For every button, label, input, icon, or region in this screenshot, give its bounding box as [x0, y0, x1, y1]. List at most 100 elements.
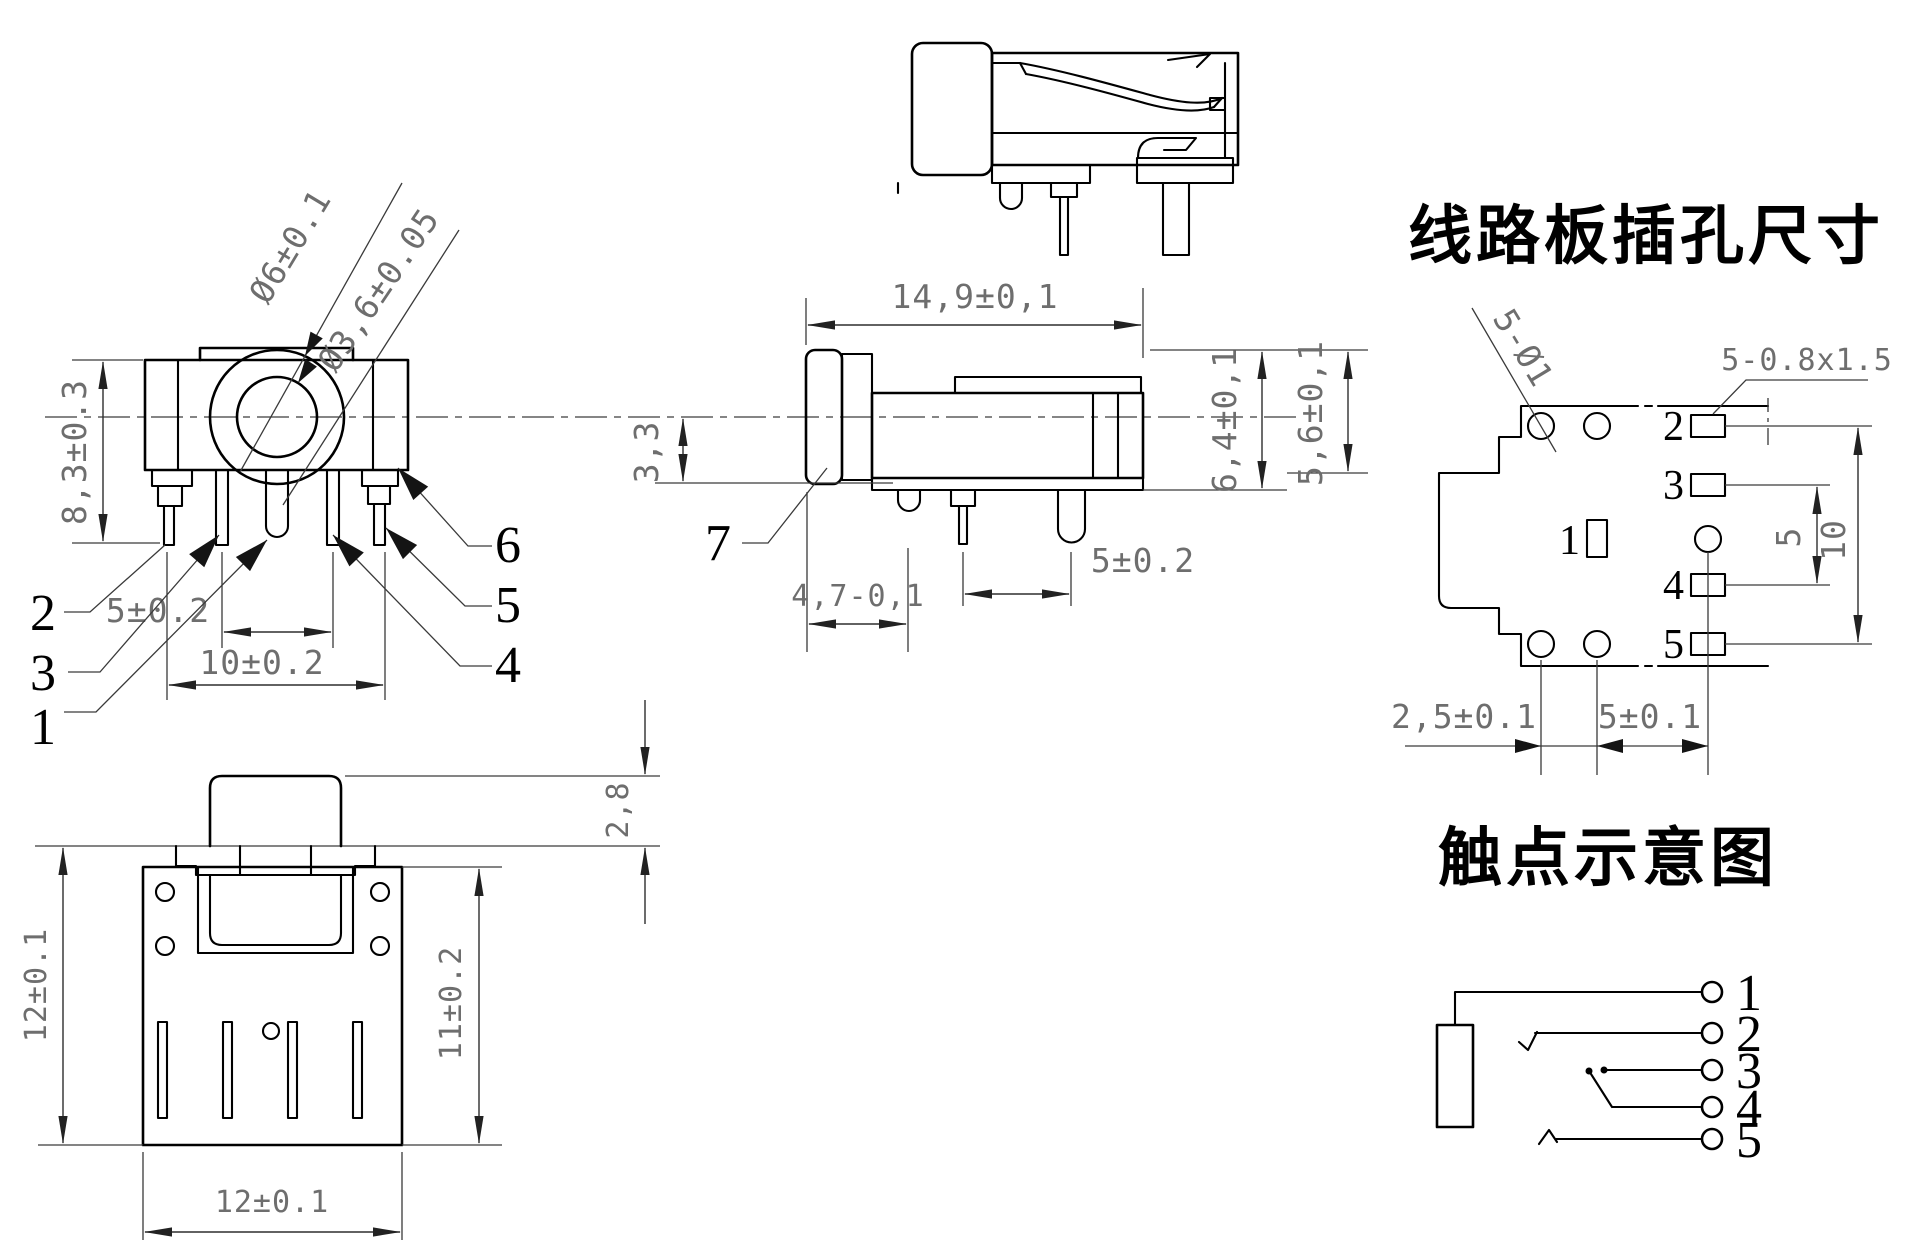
label-pin-4: 4 [495, 637, 521, 694]
label-7: 7 [705, 515, 731, 572]
contact-dot-a [1585, 1067, 1593, 1075]
section-view [896, 41, 1240, 257]
pin1-collar [150, 468, 194, 488]
pin2-lead [214, 468, 230, 547]
pcb-pad-5-label: 5 [1663, 622, 1684, 668]
terminal-2-label: 2 [1736, 1006, 1762, 1063]
front-rivet-br [369, 935, 391, 957]
front-knob [208, 774, 343, 848]
terminal-3-label: 3 [1736, 1043, 1762, 1100]
pin1-lead [162, 504, 176, 547]
dim-bushing: 4,7-0,1 [791, 579, 924, 614]
terminal-1-wire [1453, 990, 1704, 1027]
terminal-4-label: 4 [1736, 1080, 1762, 1137]
label-pin-6: 6 [495, 517, 521, 574]
dim-pin-span: 10±0.2 [199, 643, 324, 682]
terminal-2-ring [1700, 1021, 1724, 1045]
dim-length: 14,9±0,1 [892, 277, 1059, 316]
terminal-4-wire [1589, 1072, 1704, 1109]
label-pin-1: 1 [30, 699, 56, 756]
front-tab-left [174, 844, 242, 877]
profile-pin-b-wire [957, 504, 969, 546]
pin5-mid [366, 484, 392, 506]
spring-contact-ends [1018, 61, 1224, 109]
pcb-pad-4-label: 4 [1663, 563, 1684, 609]
front-rivet-bl [154, 935, 176, 957]
dim-round-holes: 5-Ø1 [1485, 302, 1561, 394]
terminal-5-wire [1537, 1128, 1704, 1146]
terminal-1-label: 1 [1736, 965, 1762, 1022]
profile-view: 14,9±0,1 3,3 4,7-0,1 5±0.2 6,4±0,1 5,6±0… [627, 277, 1368, 652]
bushing-ext-lines [806, 492, 909, 652]
pin1-mid [156, 484, 184, 508]
pcb-hole-bottom-right [1582, 629, 1612, 659]
dim-pin-pitch: 5±0.2 [106, 591, 210, 630]
front-tab-right [309, 844, 377, 877]
pcb-slot-1 [1585, 518, 1609, 559]
front-view: 12±0.1 11±0.2 2,8 12±0.1 [19, 700, 660, 1240]
contact-dot-b [1600, 1066, 1608, 1074]
contact-view-title: 触点示意图 [1438, 822, 1778, 894]
lower-contact-hook [1136, 136, 1198, 160]
arrow-25-right [1515, 739, 1541, 753]
leader-6 [397, 467, 492, 547]
jack-opening-inner [235, 375, 319, 459]
front-window-inner [208, 873, 343, 947]
leader-7 [742, 467, 828, 544]
front-body [141, 865, 404, 1147]
dim-pitch-x2: 5±0.1 [1598, 697, 1702, 736]
pin5-lead [372, 502, 387, 547]
front-hole [261, 1021, 281, 1041]
side-view: Ø6±0.1 Ø3,6±0.05 8,3±0.3 5±0.2 10±0.2 2 … [30, 182, 521, 756]
terminal-5-label: 5 [1736, 1112, 1762, 1169]
side-body-panels [176, 358, 375, 472]
front-body-ext-lines [402, 866, 502, 1146]
section-pin-flat [1161, 181, 1191, 257]
dim-front-height-total: 12±0.1 [19, 928, 54, 1042]
arrow-1 [235, 540, 267, 572]
section-pin-b-collar [1049, 181, 1079, 199]
dim-outer-diameter: Ø6±0.1 [241, 182, 339, 309]
profile-pin-c [1056, 488, 1087, 544]
section-body [990, 51, 1240, 167]
pcb-bottom-ext-lines [1540, 660, 1598, 775]
pcb-view-title: 线路板插孔尺寸 [1408, 200, 1884, 272]
front-slot-2 [221, 1020, 234, 1120]
pcb-hole-top-right [1582, 411, 1612, 441]
pcb-hole-mid-right [1693, 524, 1723, 554]
profile-right-slot [1091, 391, 1120, 480]
dim-center-height: 3,3 [627, 421, 666, 484]
side-body [143, 358, 410, 472]
terminal-1-ring [1700, 980, 1724, 1004]
pin3-center-lead [264, 468, 290, 538]
leader-5 [385, 527, 492, 607]
dim-height-total: 6,4±0,1 [1205, 347, 1244, 493]
section-pin-a [998, 181, 1024, 210]
sleeve-symbol [1435, 1023, 1475, 1129]
pin4-lead [325, 468, 341, 547]
dim-pitch-x1: 2,5±0.1 [1391, 697, 1537, 736]
label-pin-2: 2 [30, 585, 56, 642]
dim-slot-holes: 5-0.8x1.5 [1721, 343, 1893, 378]
pcb-row-ext-lines [1725, 425, 1872, 645]
arrow-inner-dia [298, 359, 317, 383]
front-slot-4 [351, 1020, 364, 1120]
pitch-ext-lines [166, 552, 386, 700]
pcb-slot-2 [1689, 413, 1727, 439]
pcb-pad-2-label: 2 [1663, 404, 1684, 450]
section-pin-b-wire [1058, 195, 1070, 257]
height-ext-lines [72, 359, 160, 544]
leader-slot-holes [1712, 379, 1868, 415]
dim-front-height-body: 11±0.2 [434, 946, 469, 1060]
arrow-6 [398, 468, 429, 500]
arrow-4 [333, 535, 364, 567]
leader-3 [68, 534, 220, 673]
length-ext-lines [805, 288, 1144, 358]
front-slot-3 [286, 1020, 299, 1120]
dim-front-width: 12±0.1 [215, 1185, 329, 1220]
front-rivet-tl [154, 881, 176, 903]
pcb-hole-top-left [1526, 411, 1556, 441]
contact-schematic: 触点示意图 1 2 3 4 5 [1435, 822, 1778, 1169]
